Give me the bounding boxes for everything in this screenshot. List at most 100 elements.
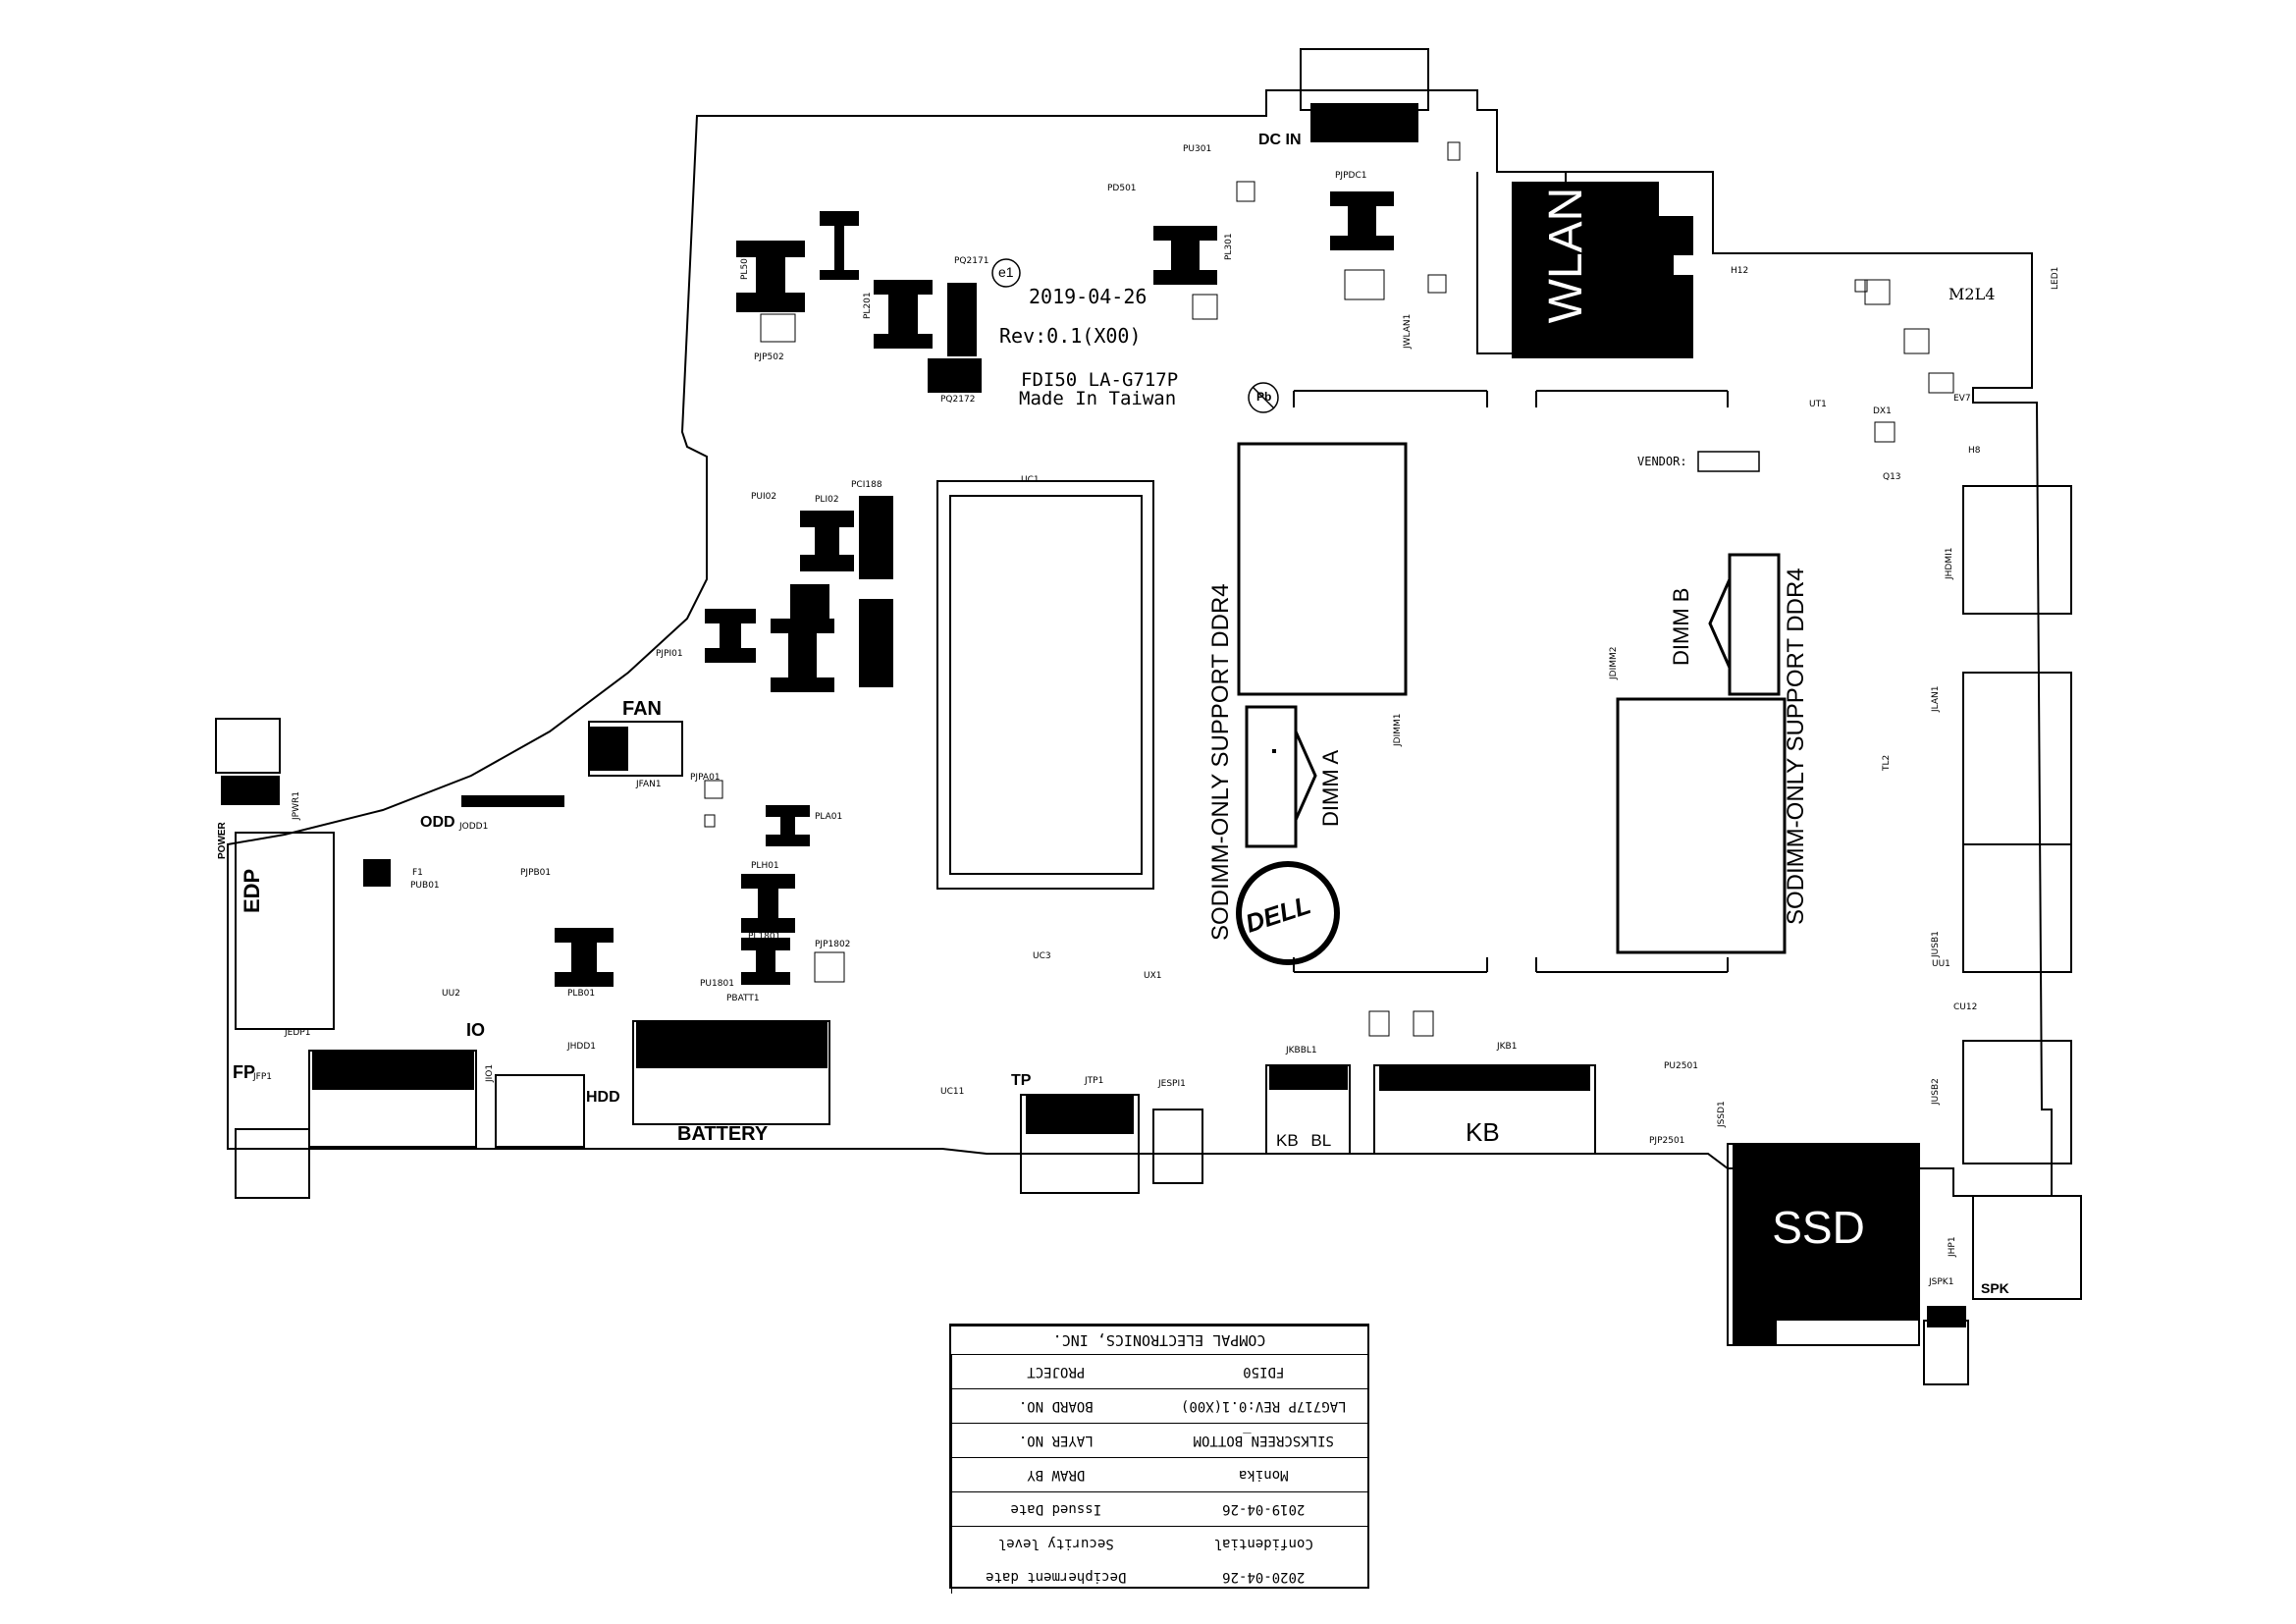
kbbl-connector-bar — [1269, 1065, 1348, 1090]
pq2172-part — [928, 358, 982, 393]
espi-outline — [1152, 1109, 1203, 1184]
pla01-inductor — [766, 805, 810, 846]
lan-port-outline — [1962, 672, 2072, 845]
e1-circle — [991, 258, 1021, 288]
ssd-label: SSD — [1772, 1202, 1865, 1253]
refdes-jtp1: JTP1 — [1085, 1076, 1104, 1086]
refdes-pq2172: PQ2172 — [940, 395, 976, 405]
refdes-jfan1: JFAN1 — [636, 780, 662, 789]
pq2171-part — [947, 283, 977, 356]
vendor-label: VENDOR: — [1637, 455, 1687, 468]
title-block-key: LAYER NO. — [951, 1424, 1160, 1457]
dell-logo-mark — [1236, 861, 1340, 965]
title-block-value: SILKSCREEN_BOTTOM — [1193, 1433, 1334, 1448]
refdes-pbatt1: PBATT1 — [726, 994, 760, 1003]
refdes-pd501: PD501 — [1107, 184, 1137, 193]
vendor-box — [1697, 451, 1760, 472]
edp-label: EDP — [240, 868, 264, 913]
pl201-inductor — [874, 280, 933, 349]
refdes-pub01: PUB01 — [410, 881, 440, 891]
spk-outline — [1923, 1320, 1969, 1385]
dimm-b-outline — [1616, 697, 1787, 954]
refdes-jhdd1: JHDD1 — [567, 1042, 597, 1052]
refdes-jhdmi1: JHDMI1 — [1945, 547, 1954, 580]
refdes-jspk1: JSPK1 — [1929, 1277, 1954, 1287]
refdes-pli01: PLI01 — [788, 683, 813, 693]
refdes-pjp502: PJP502 — [754, 352, 784, 362]
wlan-label: WLAN — [1539, 187, 1592, 324]
m2l4-label: M2L4 — [1949, 285, 1996, 303]
refdes-pl201: PL201 — [863, 292, 873, 319]
pjpi01-inductor — [705, 609, 756, 663]
refdes-pu301: PU301 — [1183, 144, 1212, 154]
refdes-q13: Q13 — [1883, 472, 1901, 482]
title-block-key: Issued Date — [951, 1492, 1160, 1526]
refdes-led1: LED1 — [2051, 266, 2060, 290]
refdes-uc3: UC3 — [1033, 951, 1051, 961]
refdes-pq2171: PQ2171 — [954, 256, 989, 266]
refdes-uc11: UC11 — [940, 1087, 965, 1097]
hdd-outline — [495, 1074, 585, 1148]
refdes-jfp1: JFP1 — [253, 1072, 272, 1082]
refdes-plb01: PLB01 — [567, 989, 596, 999]
title-block-key: Security level — [951, 1527, 1160, 1560]
refdes-tl2: TL2 — [1882, 754, 1892, 771]
refdes-jwlan1: JWLAN1 — [1403, 313, 1413, 349]
refdes-uu2: UU2 — [442, 989, 460, 999]
ssd-block — [1733, 1144, 1919, 1345]
refdes-pjpa01: PJPA01 — [690, 773, 721, 783]
fp-outline — [235, 1128, 310, 1199]
kb-bl-label: KB BL — [1276, 1131, 1332, 1150]
refdes-h12: H12 — [1731, 266, 1749, 276]
dcin-connector-bar — [1310, 103, 1418, 142]
kb-connector-bar — [1379, 1065, 1590, 1091]
refdes-pl301: PL301 — [1224, 233, 1234, 260]
dimm-a-slot-black — [1272, 749, 1276, 753]
kb-label: KB — [1466, 1117, 1500, 1147]
refdes-pci188: PCI188 — [851, 480, 882, 490]
dc-in-label: DC IN — [1258, 132, 1302, 148]
dimm-b-label: DIMM B — [1669, 587, 1693, 666]
refdes-pjpi01: PJPI01 — [656, 649, 683, 659]
odd-connector-bar — [461, 795, 564, 807]
tp-label: TP — [1011, 1072, 1032, 1089]
title-block-row: Confidential Security level — [951, 1526, 1367, 1560]
dimm-a-outline — [1237, 442, 1408, 696]
refdes-jusb2: JUSB2 — [1931, 1078, 1941, 1105]
fan-label: FAN — [622, 698, 662, 720]
refdes-ev7: EV7 — [1953, 394, 1971, 404]
refdes-ux1: UX1 — [1144, 971, 1162, 981]
refdes-jusb1: JUSB1 — [1931, 931, 1941, 957]
headphone-jack-outline — [1972, 1195, 2082, 1300]
pl1801-inductor — [741, 938, 790, 985]
refdes-pjpb01: PJPB01 — [520, 868, 552, 878]
usb2-port-outline — [1962, 1040, 2072, 1164]
pci188-part — [859, 496, 893, 579]
title-block-value: 2020-04-26 — [1222, 1569, 1306, 1585]
pu-small-1 — [363, 859, 391, 887]
pl502-inductor — [820, 211, 859, 280]
dimm-a-holder — [1245, 705, 1298, 848]
plb01-inductor — [555, 928, 614, 987]
plm01-inductor — [1330, 191, 1394, 250]
title-block-key: Decipherment date — [951, 1560, 1160, 1594]
refdes-pu1801: PU1801 — [700, 979, 734, 989]
pb-mark: Pb — [1256, 390, 1272, 404]
support-left-label: SODIMM-ONLY SUPPORT DDR4 — [1207, 583, 1234, 941]
board-date: 2019-04-26 — [1029, 285, 1148, 308]
refdes-dx1: DX1 — [1873, 406, 1892, 416]
title-block-value: Confidential — [1213, 1536, 1313, 1551]
refdes-pli02: PLI02 — [815, 495, 839, 505]
refdes-ut1: UT1 — [1809, 400, 1827, 409]
pli02-inductor — [800, 511, 854, 571]
title-block-key: PROJECT — [951, 1355, 1160, 1388]
io-connector-bar — [312, 1051, 474, 1090]
title-block-row: SILKSCREEN_BOTTOM LAYER NO. — [951, 1423, 1367, 1457]
board-made-in: Made In Taiwan — [1019, 388, 1177, 409]
title-block-value: FDI50 — [1243, 1364, 1285, 1380]
plh01-inductor — [741, 874, 795, 933]
tp-connector-bar — [1026, 1095, 1134, 1134]
usb1-port-outline — [1962, 843, 2072, 973]
